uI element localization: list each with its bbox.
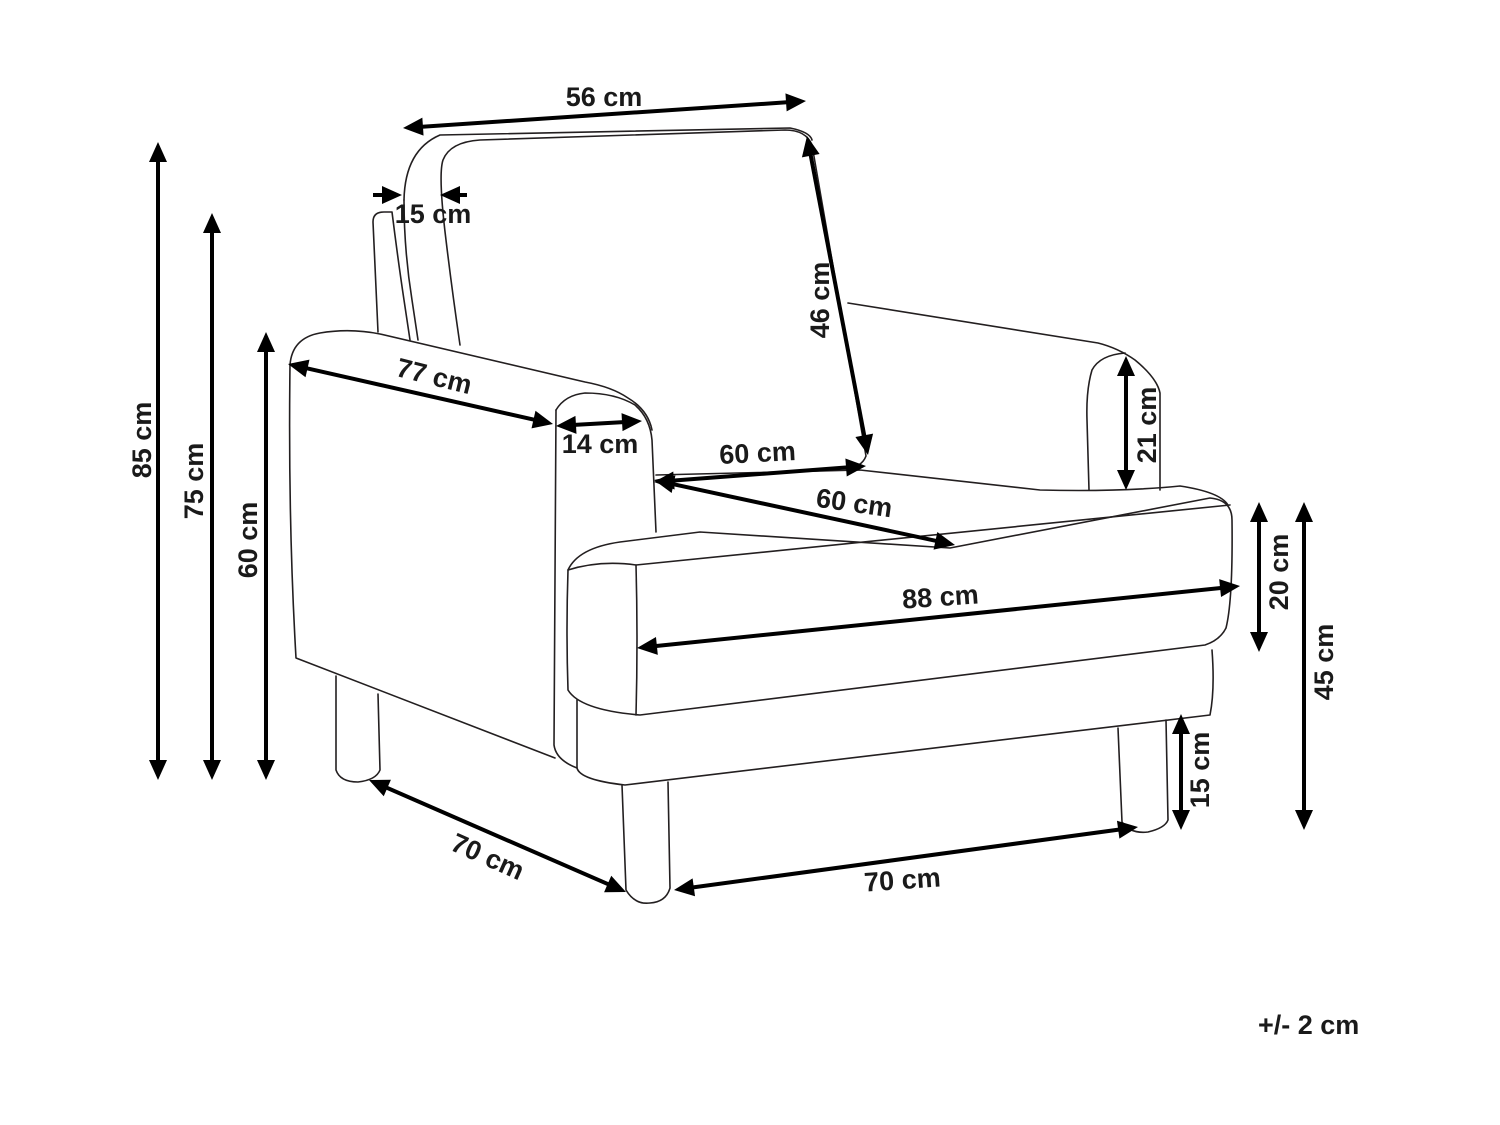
seat-cushion-seam (635, 564, 638, 716)
arrow-armrest-length-head-end (531, 410, 553, 429)
arrow-seat-cushion-height-head-end (1250, 632, 1268, 652)
label-leg-height: 15 cm (1185, 732, 1215, 809)
arrow-leg-depth-span-head-end (604, 875, 626, 893)
arrow-leg-depth-span (379, 782, 616, 890)
arrow-seat-width-head-end (845, 458, 866, 477)
back-frame (372, 211, 411, 341)
arrow-armrest-width-head-start (556, 415, 577, 434)
label-seat-height: 45 cm (1309, 624, 1339, 701)
arrow-leg-width-span-head-end (1116, 820, 1138, 839)
left-armrest-side (288, 364, 556, 759)
base-frame (576, 649, 1214, 786)
label-armrest-length: 77 cm (393, 352, 475, 400)
arrow-backrest-thickness-left-head-end (382, 186, 402, 204)
arrow-backrest-cushion-height-head-start (801, 136, 820, 158)
label-backrest-height: 75 cm (179, 443, 209, 520)
arrow-backrest-cushion-height-head-end (855, 433, 874, 455)
armchair-outline (288, 127, 1233, 905)
arrow-seat-depth-head-end (933, 531, 955, 550)
dimension-arrows (149, 93, 1313, 897)
seat-cushion-front (566, 497, 1233, 716)
arrow-right-armrest-height-head-start (1117, 356, 1135, 376)
label-leg-depth-span: 70 cm (447, 828, 529, 887)
arrow-backrest-thickness-right-head-end (440, 186, 460, 204)
arrow-backrest-width (414, 99, 795, 130)
arrow-leg-height-head-end (1172, 810, 1190, 830)
left-armrest-front-face (553, 409, 578, 769)
arrow-armrest-height-head-end (257, 760, 275, 780)
front-left-leg (621, 781, 671, 905)
arrow-leg-width-span (685, 826, 1127, 891)
arrow-backrest-width-head-end (785, 93, 806, 112)
arrow-backrest-width-head-start (403, 117, 424, 136)
arrow-seat-cushion-height-head-start (1250, 502, 1268, 522)
arrow-backrest-cushion-height (807, 147, 868, 444)
left-armrest-front (555, 392, 657, 533)
arrow-total-width-head-end (1219, 579, 1240, 597)
seat-cushion-top (655, 469, 1229, 506)
arrow-armrest-length-head-start (288, 359, 310, 378)
label-armrest-width: 14 cm (562, 429, 639, 459)
arrow-armrest-height-head-start (257, 332, 275, 352)
arrow-total-width-head-start (637, 637, 658, 655)
front-right-leg (1117, 719, 1169, 834)
back-cushion (440, 129, 867, 470)
arrow-seat-width (665, 464, 855, 484)
left-armrest-top (289, 329, 653, 431)
arrow-leg-depth-span-head-start (369, 779, 391, 797)
label-backrest-width: 56 cm (566, 82, 643, 112)
arrow-armrest-width (567, 419, 631, 428)
right-armrest-front (1086, 352, 1126, 491)
label-seat-cushion-height: 20 cm (1264, 534, 1294, 611)
arrow-right-armrest-height-head-end (1117, 470, 1135, 490)
arrow-backrest-height-head-end (203, 760, 221, 780)
right-armrest-back (847, 302, 1161, 491)
arrow-overall-height-head-start (149, 142, 167, 162)
arrow-seat-height-head-start (1295, 502, 1313, 522)
label-armrest-height: 60 cm (233, 502, 263, 579)
back-cushion-edge (403, 199, 419, 341)
arrow-backrest-height-head-start (203, 213, 221, 233)
label-leg-width-span: 70 cm (863, 862, 941, 897)
arrow-leg-height-head-start (1172, 714, 1190, 734)
seat-cushion-side (567, 504, 1231, 571)
rear-left-leg (335, 675, 381, 783)
arrow-overall-height-head-end (149, 760, 167, 780)
arrow-leg-width-span-head-start (674, 878, 696, 897)
arrow-seat-depth-head-start (654, 475, 676, 494)
arrow-seat-height-head-end (1295, 810, 1313, 830)
label-backrest-cushion-height: 46 cm (805, 262, 835, 339)
label-seat-width: 60 cm (719, 436, 797, 470)
dimension-labels: 85 cm 75 cm 60 cm 56 cm 15 cm 46 cm 77 c… (127, 82, 1339, 898)
arrow-armrest-length (299, 364, 542, 424)
arrow-seat-depth (665, 480, 944, 545)
tolerance-note: +/- 2 cm (1258, 1010, 1360, 1040)
arrow-armrest-width-head-end (621, 413, 642, 432)
label-overall-height: 85 cm (127, 402, 157, 479)
label-backrest-thickness: 15 cm (395, 199, 472, 229)
label-total-width: 88 cm (901, 579, 979, 614)
back-frame-rear (403, 127, 813, 201)
label-right-armrest-height: 21 cm (1132, 387, 1162, 464)
arrow-total-width (648, 585, 1229, 649)
